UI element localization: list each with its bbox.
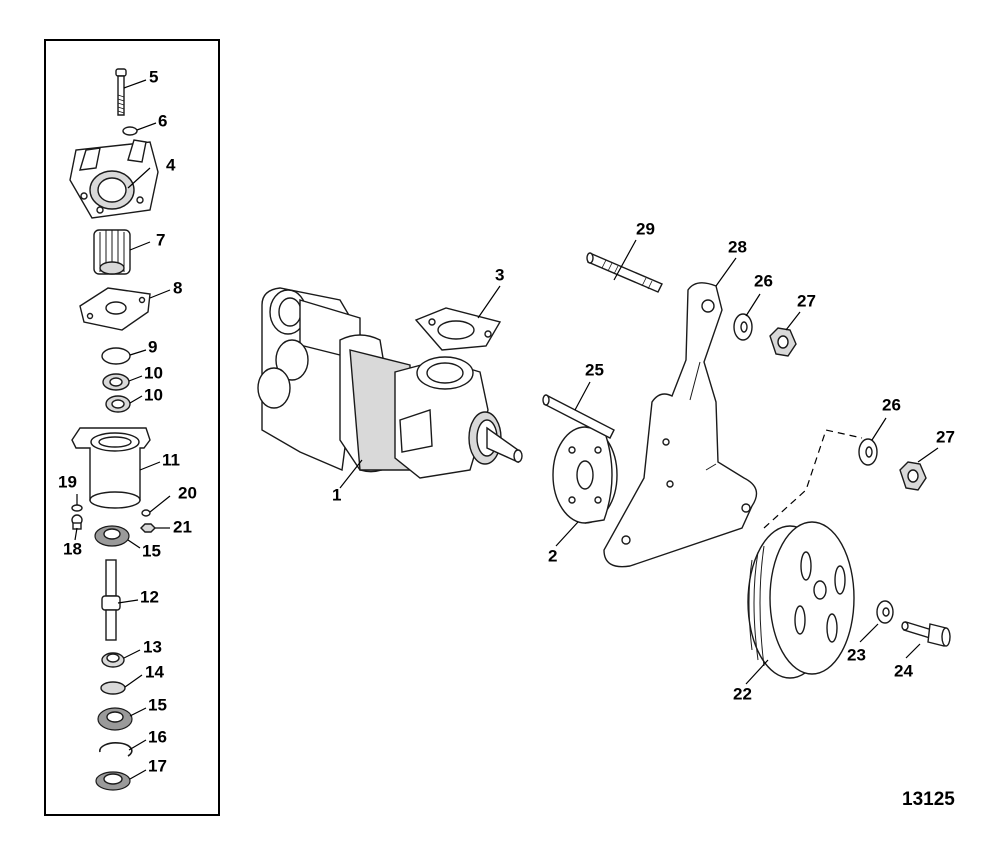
callout-3: 3 <box>495 265 504 284</box>
part-8-wear-plate <box>79 287 151 331</box>
part-25-stud <box>542 394 615 439</box>
part-22-pulley <box>747 521 855 679</box>
callout-26-upper: 26 <box>754 271 773 290</box>
part-15-bearing-upper <box>94 525 130 547</box>
part-27-nut-lower <box>899 461 927 491</box>
callout-14: 14 <box>145 662 164 681</box>
callout-5: 5 <box>149 67 158 86</box>
callout-13: 13 <box>143 637 162 656</box>
callout-9: 9 <box>148 337 157 356</box>
part-19-washer <box>71 504 83 512</box>
callout-17: 17 <box>148 756 167 775</box>
callout-8: 8 <box>173 278 182 297</box>
callout-25: 25 <box>585 360 604 379</box>
callout-22: 22 <box>733 684 752 703</box>
callout-7: 7 <box>156 230 165 249</box>
part-24-bolt <box>901 621 951 647</box>
callout-11: 11 <box>162 450 180 469</box>
part-4-pump-cover <box>69 139 159 219</box>
part-21-nut <box>140 523 156 533</box>
part-26-washer-upper <box>733 313 753 341</box>
callout-12: 12 <box>140 587 159 606</box>
part-10-seal-upper <box>102 373 130 391</box>
callout-15-upper: 15 <box>142 541 161 560</box>
callout-18: 18 <box>63 539 82 558</box>
part-29-stud <box>586 252 663 293</box>
part-14-washer <box>100 681 126 695</box>
callout-27-upper: 27 <box>797 291 816 310</box>
callout-27-lower: 27 <box>936 427 955 446</box>
figure-number: 13125 <box>902 789 955 810</box>
part-2-drive-hub <box>552 426 618 524</box>
callout-4: 4 <box>166 155 176 174</box>
part-16-snap-ring <box>99 742 133 757</box>
callout-10-lower: 10 <box>144 385 163 404</box>
part-18-grease-fitting <box>71 514 83 530</box>
part-26-washer-lower <box>858 438 878 466</box>
part-23-washer <box>876 600 894 624</box>
callout-6: 6 <box>158 111 167 130</box>
part-5-screw <box>115 68 127 116</box>
part-10-seal-lower <box>105 395 131 413</box>
callout-29: 29 <box>636 219 655 238</box>
part-20-washer <box>141 509 151 517</box>
inset-leader-lines <box>74 79 171 780</box>
callout-26-lower: 26 <box>882 395 901 414</box>
part-12-shaft <box>101 559 121 641</box>
part-1-seawater-pump <box>257 287 523 479</box>
callout-19: 19 <box>58 472 77 491</box>
callout-23: 23 <box>847 645 866 664</box>
callout-21: 21 <box>173 517 192 536</box>
callout-15-lower: 15 <box>148 695 167 714</box>
callout-16: 16 <box>148 727 167 746</box>
alignment-dashed-line <box>763 429 863 529</box>
callout-10-upper: 10 <box>144 363 163 382</box>
part-28-mounting-bracket <box>603 282 758 568</box>
part-13-spacer <box>101 652 125 668</box>
callout-2: 2 <box>548 546 557 565</box>
callout-24: 24 <box>894 661 913 680</box>
part-6-washer <box>122 126 138 136</box>
part-17-oil-seal <box>95 771 131 791</box>
callout-1: 1 <box>332 485 341 504</box>
part-3-gasket <box>414 307 502 351</box>
part-15-bearing-lower <box>97 707 133 731</box>
part-7-impeller <box>93 229 131 275</box>
inset-frame <box>44 39 220 816</box>
main-leader-lines <box>339 239 939 685</box>
part-27-nut-upper <box>769 327 797 357</box>
callout-28: 28 <box>728 237 747 256</box>
callout-20: 20 <box>178 483 197 502</box>
part-9-o-ring <box>101 347 131 365</box>
part-11-bearing-housing <box>71 427 151 509</box>
